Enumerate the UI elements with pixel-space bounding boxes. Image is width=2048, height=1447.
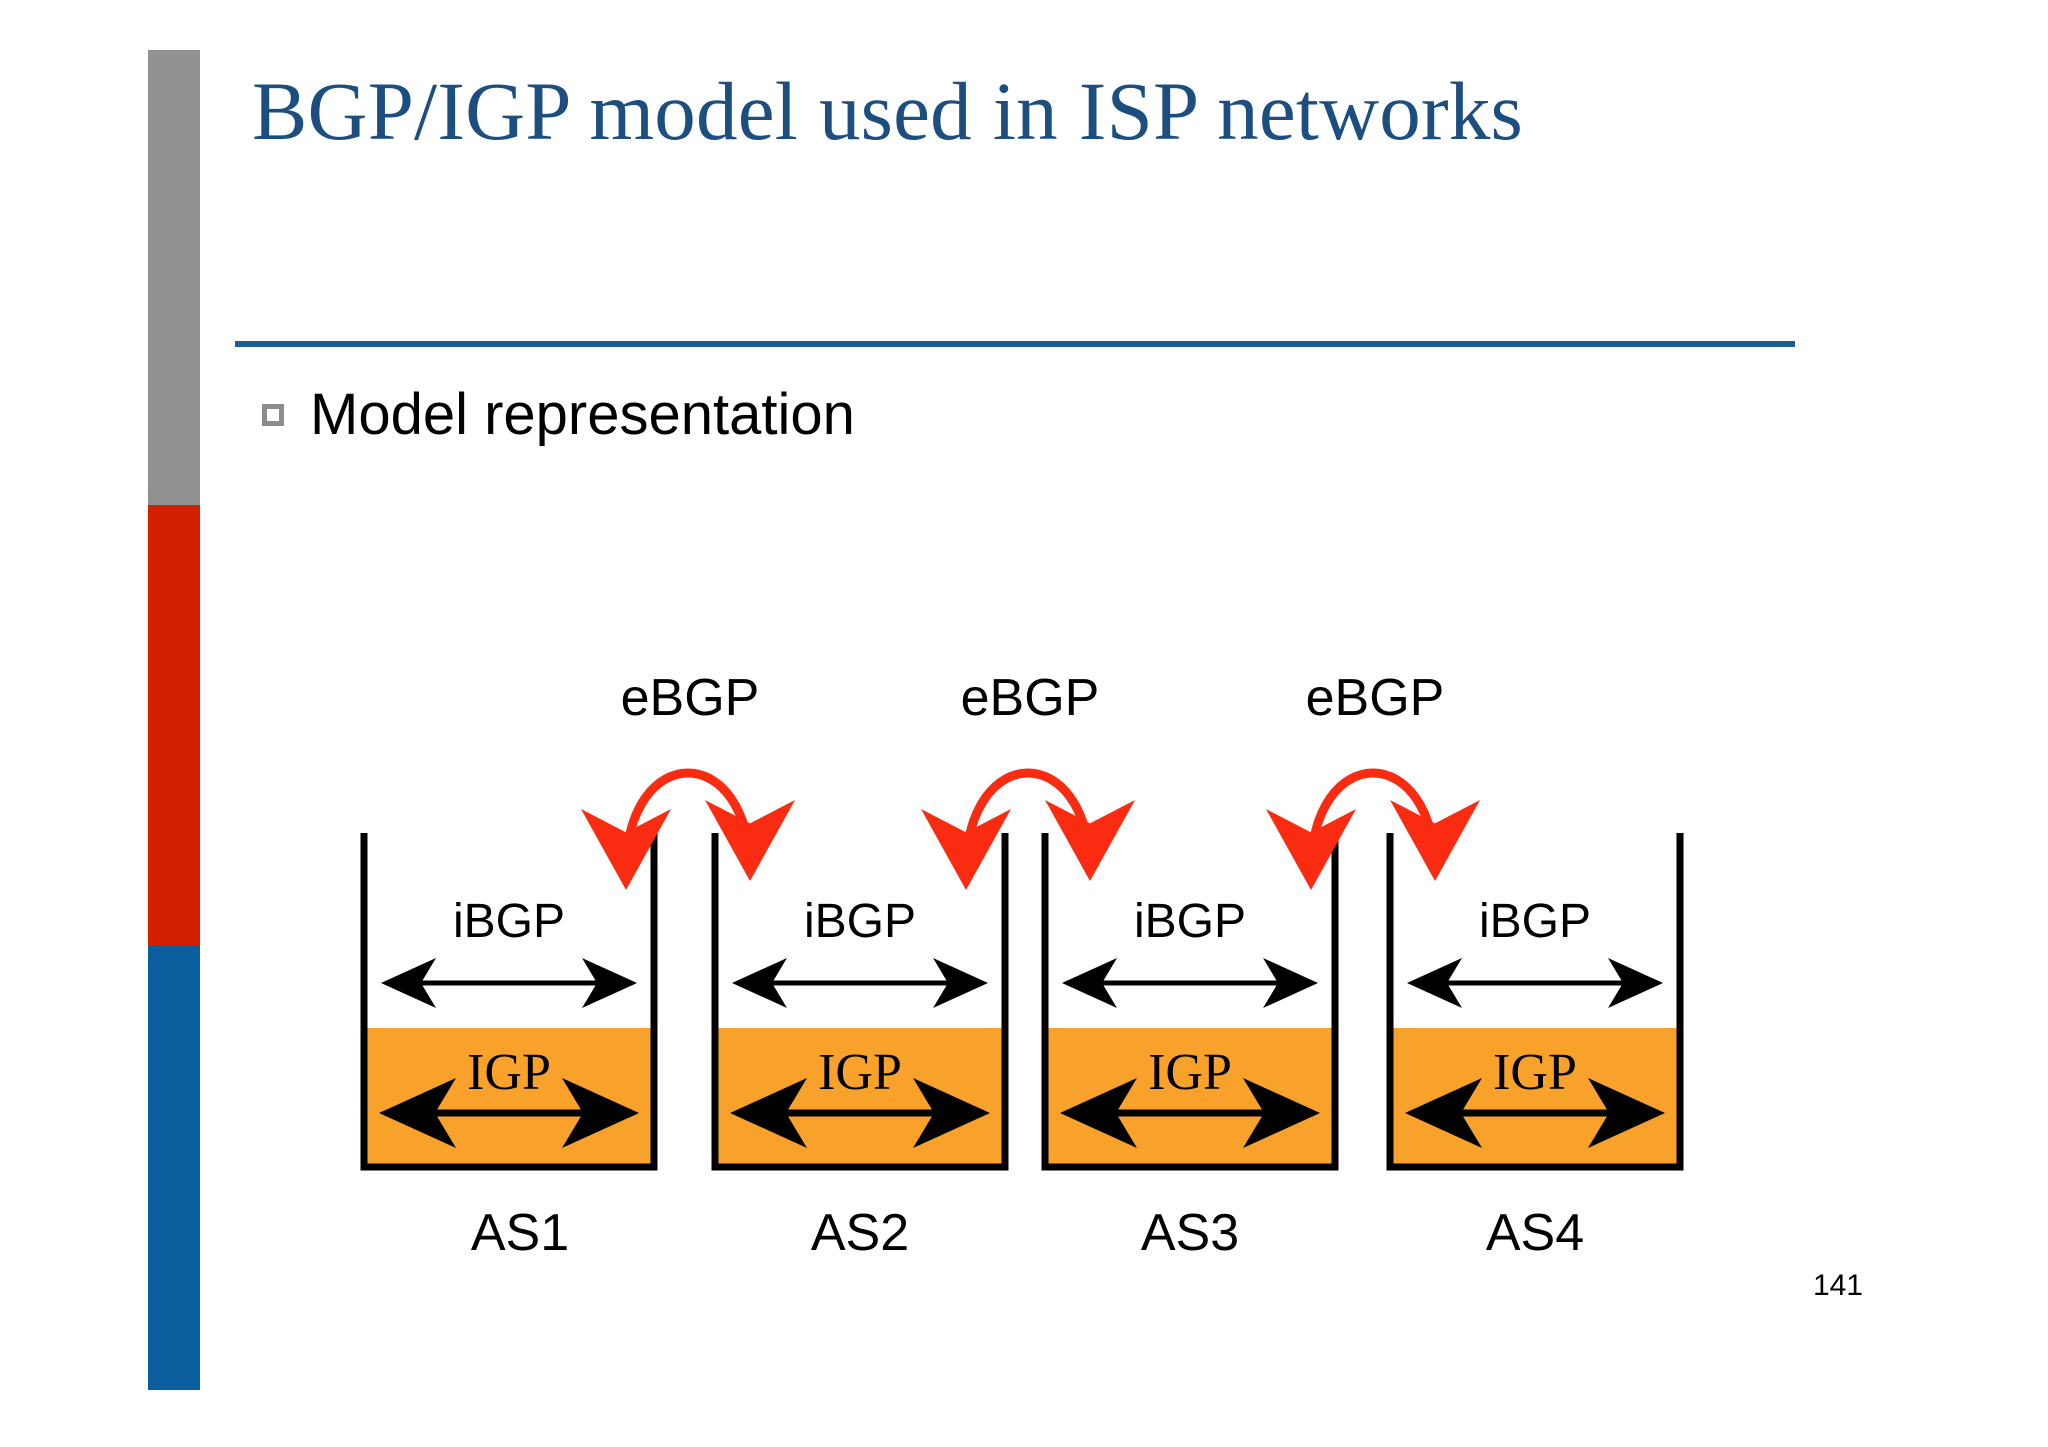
as-container-4: iBGP IGP AS4 [1386,833,1684,1262]
as-container-3: iBGP IGP AS3 [1041,833,1339,1262]
igp-region-1 [364,1028,654,1167]
ebgp-label-3: eBGP [1306,669,1445,727]
ibgp-label-1: iBGP [453,895,565,948]
page-title: BGP/IGP model used in ISP networks [252,65,1524,157]
ebgp-link-3: eBGP [1266,669,1480,890]
as-walls-1 [360,833,658,1171]
as-container-2: iBGP IGP AS2 [711,833,1009,1262]
as-walls-3 [1041,833,1339,1171]
slide-accent-bar [148,50,200,1390]
as-name-label-2: AS2 [811,1204,909,1262]
ibgp-label-4: iBGP [1479,895,1591,948]
bullet-item-model-representation: Model representation [262,382,855,447]
ebgp-link-1: eBGP [581,669,795,890]
igp-label-2: IGP [818,1044,902,1101]
ibgp-label-3: iBGP [1134,895,1246,948]
igp-region-3 [1045,1028,1335,1167]
as-walls-2 [711,833,1009,1171]
slide-page-number: 141 [1812,1269,1863,1302]
accent-band-gray [148,50,200,505]
bullet-label: Model representation [310,382,855,447]
ebgp-arc-1 [581,768,795,890]
ebgp-arc-2 [921,768,1135,890]
as-name-label-3: AS3 [1141,1204,1239,1262]
hollow-square-bullet-icon [262,404,284,427]
igp-label-3: IGP [1148,1044,1232,1101]
accent-band-blue [148,945,200,1390]
ibgp-label-2: iBGP [804,895,916,948]
igp-label-1: IGP [467,1044,551,1101]
ebgp-link-2: eBGP [921,669,1135,890]
as-walls-4 [1386,833,1684,1171]
accent-band-red [148,505,200,945]
ebgp-label-2: eBGP [961,669,1100,727]
as-container-1: iBGP IGP AS1 [360,833,658,1262]
as-name-label-4: AS4 [1486,1204,1584,1262]
as-name-label-1: AS1 [471,1204,569,1262]
igp-region-2 [715,1028,1005,1167]
title-divider [235,341,1795,347]
igp-label-4: IGP [1493,1044,1577,1101]
ebgp-arc-3 [1266,768,1480,890]
ebgp-label-1: eBGP [621,669,760,727]
igp-region-4 [1390,1028,1680,1167]
